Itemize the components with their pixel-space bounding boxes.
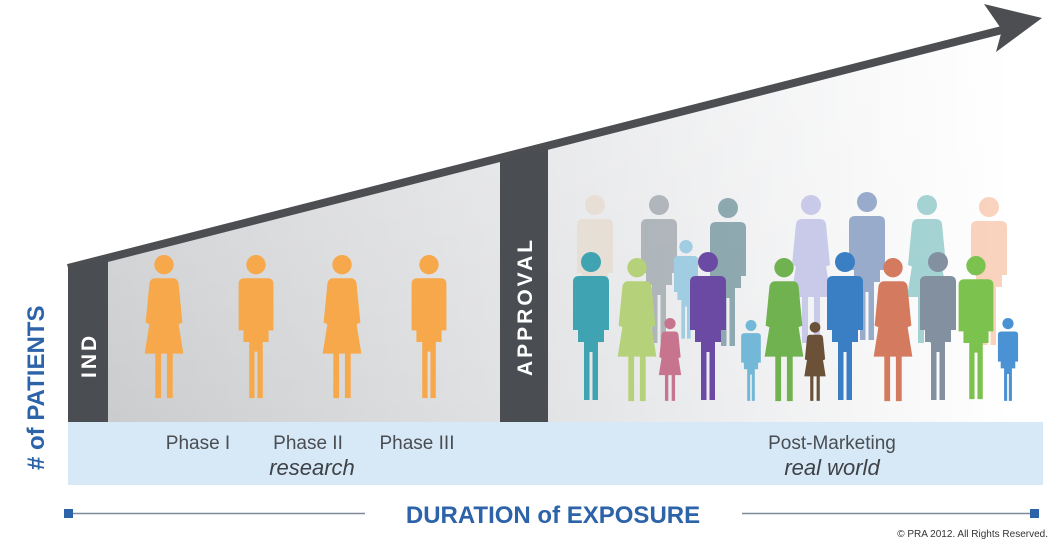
growth-arrow <box>67 4 1042 272</box>
ind-label: IND <box>78 333 101 378</box>
phase-band <box>68 422 1043 485</box>
research-subtitle: research <box>269 455 355 480</box>
x-axis-start-marker <box>64 509 73 518</box>
post-marketing-title: Post-Marketing <box>768 433 896 454</box>
x-axis-label: DURATION of EXPOSURE <box>406 502 700 529</box>
copyright-text: © PRA 2012. All Rights Reserved. <box>897 529 1048 540</box>
approval-marker: APPROVAL <box>500 146 548 422</box>
ind-marker: IND <box>68 257 108 422</box>
phase-label: Phase II <box>273 433 343 454</box>
post-marketing-subtitle: real world <box>784 455 880 480</box>
approval-label: APPROVAL <box>514 237 537 376</box>
phase-label: Phase III <box>380 433 455 454</box>
y-axis-label: # of PATIENTS <box>23 306 50 470</box>
x-axis <box>64 509 1039 518</box>
phase-label: Phase I <box>166 433 230 454</box>
x-axis-end-marker <box>1030 509 1039 518</box>
